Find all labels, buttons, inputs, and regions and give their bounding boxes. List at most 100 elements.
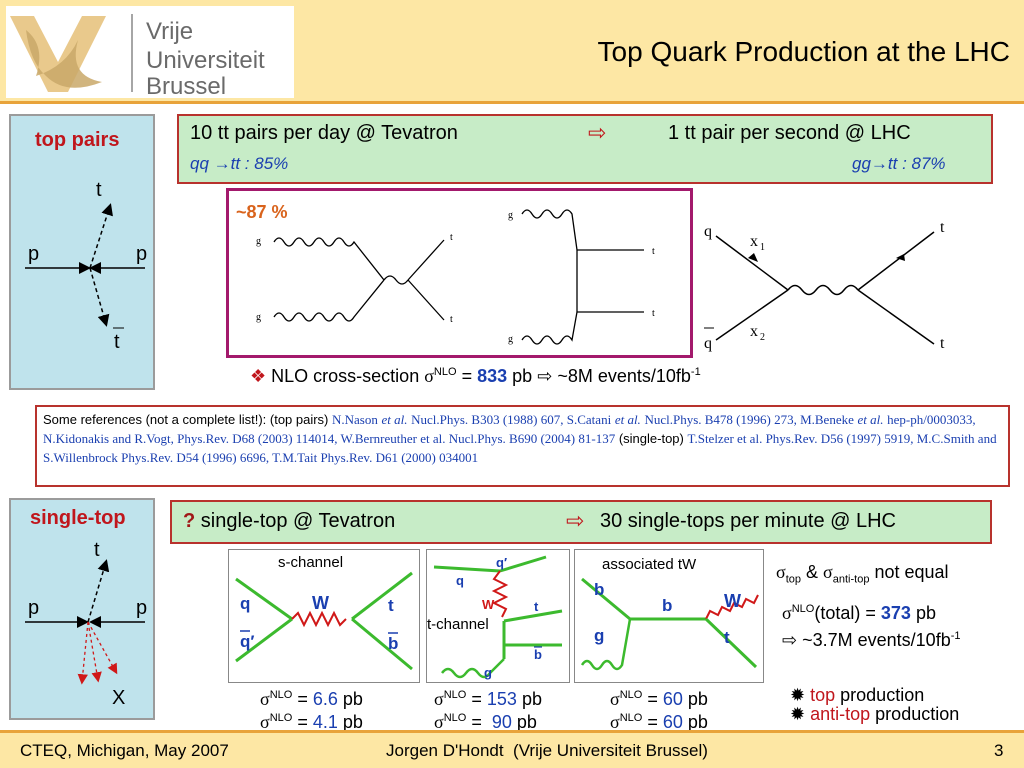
t-anti-sup: NLO: [443, 712, 467, 724]
s-top-unit: pb: [342, 689, 363, 709]
total-sup: NLO: [791, 603, 815, 615]
university-logo: Vrije Universiteit Brussel: [6, 6, 294, 100]
references-box: Some references (not a complete list!): …: [35, 405, 1010, 487]
s-channel-diagram: q q′ W t b: [235, 571, 413, 671]
d1-g2-label: g: [256, 312, 261, 323]
t-anti-xsec: σNLO = 90 pb: [434, 709, 542, 732]
ref-etal-3: et al.: [857, 412, 884, 427]
legend-anti-word: anti-top: [810, 704, 871, 724]
total-events-text: ~3.7M events/10fb: [802, 630, 951, 650]
vub-logo-icon: Vrije Universiteit Brussel: [10, 14, 265, 100]
t-qp-label: q′: [496, 555, 507, 570]
tevatron-rate: 10 tt pairs per day @ Tevatron: [190, 122, 458, 144]
slide-footer: CTEQ, Michigan, May 2007 Jorgen D'Hondt …: [0, 730, 1024, 768]
s-anti-sigma: σ: [260, 712, 270, 732]
s-top-eq: =: [297, 689, 308, 709]
ref-etal-2: et al.: [614, 412, 641, 427]
nlo-text: NLO cross-section: [271, 366, 420, 386]
t-top-xsec: σNLO = 153 pb: [434, 686, 542, 709]
legend-anti-rest: production: [875, 704, 960, 724]
tp-t-label: t: [96, 179, 102, 201]
w-top-eq: =: [647, 689, 658, 709]
total-sigma: σ: [782, 603, 792, 623]
d1-t-label: t: [450, 232, 453, 243]
single-top-tevatron: ? single-top @ Tevatron: [183, 510, 395, 533]
t-g-label: g: [484, 665, 492, 680]
s-anti-unit: pb: [342, 712, 363, 732]
d1-tbar-label: t: [450, 314, 453, 325]
single-top-lhc-rate: 30 single-tops per minute @ LHC: [600, 510, 896, 532]
t-top-sigma: σ: [434, 689, 444, 709]
t-top-unit: pb: [521, 689, 542, 709]
t-b-label: b: [534, 647, 542, 662]
w-top-sup: NLO: [619, 689, 643, 701]
diamond-bullet-icon: ❖: [250, 366, 267, 386]
tw-b-label: b: [594, 580, 604, 599]
s-top-xsec: σNLO = 6.6 pb: [260, 686, 363, 709]
w-anti-xsec: σNLO = 60 pb: [610, 709, 708, 732]
logo-line-2: Universiteit: [146, 47, 265, 74]
tw-diagram: b g b W t: [580, 577, 759, 671]
footer-page-number: 3: [994, 741, 1004, 760]
logo-line-1: Vrije: [146, 18, 193, 45]
d1-g1-label: g: [256, 236, 261, 247]
d3-x1-sub: 1: [760, 242, 765, 253]
legend-top: ✹ top production: [790, 686, 959, 705]
footer-author: Jorgen D'Hondt (Vrije Universiteit Bruss…: [386, 741, 708, 760]
t-anti-eq: =: [471, 712, 482, 732]
rate-arrow-icon: ⇨: [588, 120, 607, 145]
ref-nason: N.Nason: [332, 412, 378, 427]
st-x-label: X: [112, 687, 125, 709]
legend-top-word: top: [810, 685, 836, 705]
top-pairs-panel: [9, 114, 155, 390]
tw-w-label: W: [724, 591, 741, 611]
s-top-sup: NLO: [269, 689, 293, 701]
tw-xsec: σNLO = 60 pb σNLO = 60 pb: [610, 686, 708, 732]
nlo-sup: NLO: [433, 366, 457, 378]
star-bullet-icon: ✹: [790, 685, 806, 705]
s-top-value: 6.6: [312, 689, 338, 709]
logo-line-3: Brussel: [146, 73, 226, 98]
unknown-rate-mark: ?: [183, 510, 196, 532]
s-top-sigma: σ: [260, 689, 270, 709]
s-anti-value: 4.1: [312, 712, 338, 732]
s-w-label: W: [312, 593, 329, 613]
star-bullet-icon: ✹: [790, 704, 806, 724]
s-channel-label: s-channel: [278, 554, 344, 571]
s-channel-xsec: σNLO = 6.6 pb σNLO = 4.1 pb: [260, 686, 363, 732]
ref-single-top-label: (single-top): [618, 431, 684, 446]
total-value: 373: [880, 603, 911, 623]
neq-sigma-1: σ: [776, 562, 786, 582]
production-legend: ✹ top production ✹ anti-top production: [790, 686, 959, 724]
xsec-not-equal: σtop & σanti-top not equal: [776, 562, 949, 586]
total-events-sup: -1: [950, 630, 961, 642]
single-top-tevatron-text: single-top @ Tevatron: [200, 510, 396, 532]
lhc-rate: 1 tt pair per second @ LHC: [668, 122, 911, 144]
nlo-arrow-icon: ⇨: [537, 366, 553, 386]
w-top-value: 60: [662, 689, 683, 709]
t-channel-xsec: σNLO = 153 pb σNLO = 90 pb: [434, 686, 542, 732]
neq-sigma-2: σ: [823, 562, 833, 582]
t-t-label: t: [534, 599, 539, 614]
total-xsec: σNLO(total) = 373 pb: [782, 603, 936, 624]
tw-b2-label: b: [662, 596, 672, 615]
ref-catani: Nucl.Phys. B303 (1988) 607, S.Catani: [411, 412, 612, 427]
w-top-unit: pb: [687, 689, 708, 709]
t-anti-unit: pb: [516, 712, 537, 732]
ref-etal-1: et al.: [381, 412, 408, 427]
s-anti-eq: =: [297, 712, 308, 732]
d3-x2-label: x: [750, 323, 758, 340]
d2-g1-label: g: [508, 210, 513, 221]
s-q-label: q: [240, 594, 250, 613]
total-arrow-icon: ⇨: [782, 630, 798, 650]
ref-intro: Some references (not a complete list!): …: [43, 412, 329, 427]
w-anti-sup: NLO: [619, 712, 643, 724]
w-top-sigma: σ: [610, 689, 620, 709]
single-top-info-box: [170, 500, 992, 544]
total-events: ⇨ ~3.7M events/10fb-1: [782, 630, 961, 651]
t-top-sup: NLO: [443, 689, 467, 701]
d3-x2-sub: 2: [760, 332, 765, 343]
footer-conference: CTEQ, Michigan, May 2007: [20, 741, 229, 760]
d3-x1-label: x: [750, 233, 758, 250]
gg-percent-label: ~87 %: [236, 202, 288, 222]
